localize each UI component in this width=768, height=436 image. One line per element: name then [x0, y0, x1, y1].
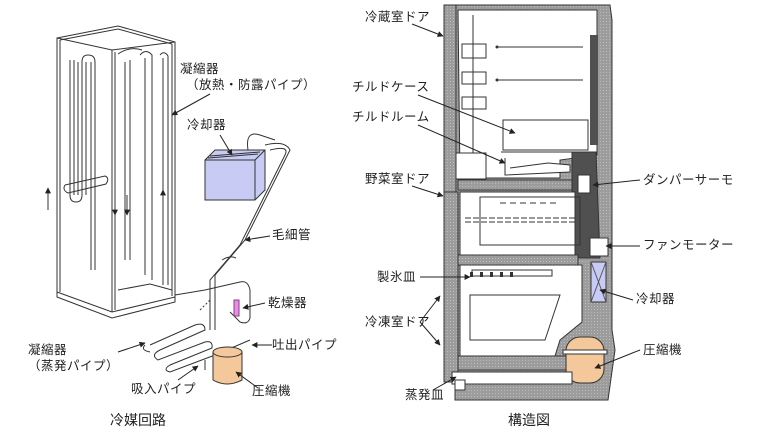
- label-chilled-room: チルドルーム: [352, 109, 430, 124]
- refrigerant-circuit: [45, 25, 291, 373]
- label-cooler-left: 冷却器: [187, 117, 227, 132]
- fridge-structure: [443, 4, 616, 401]
- label-capillary: 毛細管: [272, 227, 312, 242]
- label-condenser-evap: 凝縮器: [28, 342, 68, 357]
- leader-lines-right: [411, 23, 641, 391]
- label-compressor-left: 圧縮機: [252, 383, 292, 398]
- label-discharge-pipe: 吐出パイプ: [272, 337, 338, 352]
- label-condenser-heat: 凝縮器: [180, 61, 220, 76]
- label-chilled-case: チルドケース: [352, 79, 430, 94]
- label-compressor-right: 圧縮機: [643, 342, 683, 357]
- caption-structure: 構造図: [508, 413, 550, 429]
- label-fan-motor: ファンモーター: [643, 237, 735, 252]
- label-freezer-door: 冷凍室ドア: [365, 314, 431, 329]
- compressor-left: [212, 346, 243, 385]
- cabinet-outline: [56, 25, 176, 313]
- dryer: [233, 299, 240, 317]
- label-dryer: 乾燥器: [268, 295, 308, 310]
- evaporation-pipe: [149, 323, 251, 373]
- label-condenser-heat-sub: （放熱・防露パイプ）: [186, 77, 317, 92]
- label-cooler-right: 冷却器: [636, 291, 676, 306]
- capillary-tube: [209, 142, 291, 330]
- compressor-right: [562, 336, 608, 384]
- label-evap-tray: 蒸発皿: [405, 387, 445, 402]
- cooler-unit: [204, 133, 276, 201]
- label-fridge-door: 冷蔵室ドア: [365, 9, 431, 24]
- label-ice-tray: 製氷皿: [377, 269, 417, 284]
- label-veg-door: 野菜室ドア: [365, 171, 431, 186]
- label-condenser-evap-sub: （蒸発パイプ）: [28, 358, 120, 373]
- label-suction-pipe: 吸入パイプ: [131, 381, 197, 396]
- leader-lines-left: [117, 93, 272, 389]
- caption-refrigerant-circuit: 冷媒回路: [110, 413, 166, 429]
- label-damper-thermo: ダンパーサーモ: [643, 172, 734, 187]
